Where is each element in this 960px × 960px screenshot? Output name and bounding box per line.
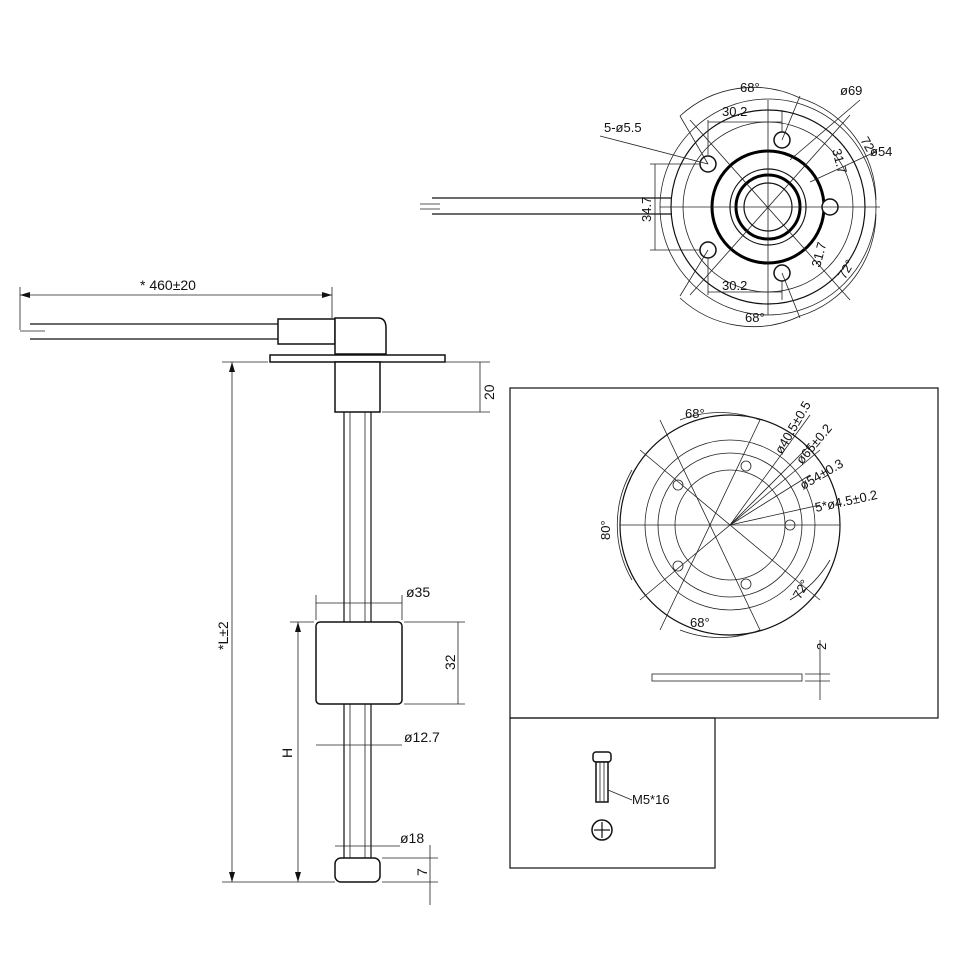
dim-float-diameter: ø35: [406, 584, 430, 600]
float: [315, 621, 403, 705]
tv-angle-bottom: 68°: [745, 310, 765, 325]
side-view: * 460±20 20 *L±2 ø35 32 H ø12.7 ø18: [19, 277, 497, 905]
dim-cable-length: * 460±20: [140, 277, 196, 293]
tv-height: 34.7: [639, 197, 654, 222]
mt-angle-top: 68°: [685, 406, 705, 421]
dim-float-position: H: [279, 748, 295, 758]
flange-neck: [334, 361, 381, 413]
top-view: 68° 68° 72° 72° 30.2 30.2 31.7 31.7 34.7…: [420, 80, 892, 327]
tv-angle-top: 68°: [740, 80, 760, 95]
mounting-template-panel: 68° 68° 80° 72° ø40.5±0.5 ø65±0.2 ø54±0.…: [509, 387, 939, 719]
cable: [20, 318, 336, 345]
tv-chord-top: 31.7: [829, 147, 850, 175]
dim-stop-diameter: ø18: [400, 830, 424, 846]
dim-float-height: 32: [442, 654, 458, 670]
dim-tube-diameter: ø12.7: [404, 729, 440, 745]
tv-offset-bottom: 30.2: [722, 278, 747, 293]
gasket: [651, 673, 803, 682]
screw-shank: [595, 761, 609, 803]
cable-elbow: [334, 317, 387, 355]
tv-outer-diameter: ø69: [840, 83, 862, 98]
mt-holes: 5*ø4.5±0.2: [814, 487, 879, 515]
tv-offset-top: 30.2: [722, 104, 747, 119]
mt-angle-bottom: 68°: [690, 615, 710, 630]
screw-head: [592, 751, 612, 763]
dim-stop-height: 7: [414, 868, 430, 876]
bottom-stop: [334, 857, 381, 883]
mt-angle-left: 80°: [598, 520, 613, 540]
dim-flange-depth: 20: [481, 384, 497, 400]
tv-holes: 5-ø5.5: [604, 120, 642, 135]
screw-label: M5*16: [632, 792, 670, 807]
mt-gasket-thickness: 2: [814, 643, 829, 650]
screw-panel: M5*16: [509, 717, 716, 869]
flange-plate: [269, 354, 446, 363]
tv-bolt-circle: ø54: [870, 144, 892, 159]
dim-total-length: *L±2: [215, 621, 231, 650]
tv-chord-bottom: 31.7: [808, 240, 829, 268]
